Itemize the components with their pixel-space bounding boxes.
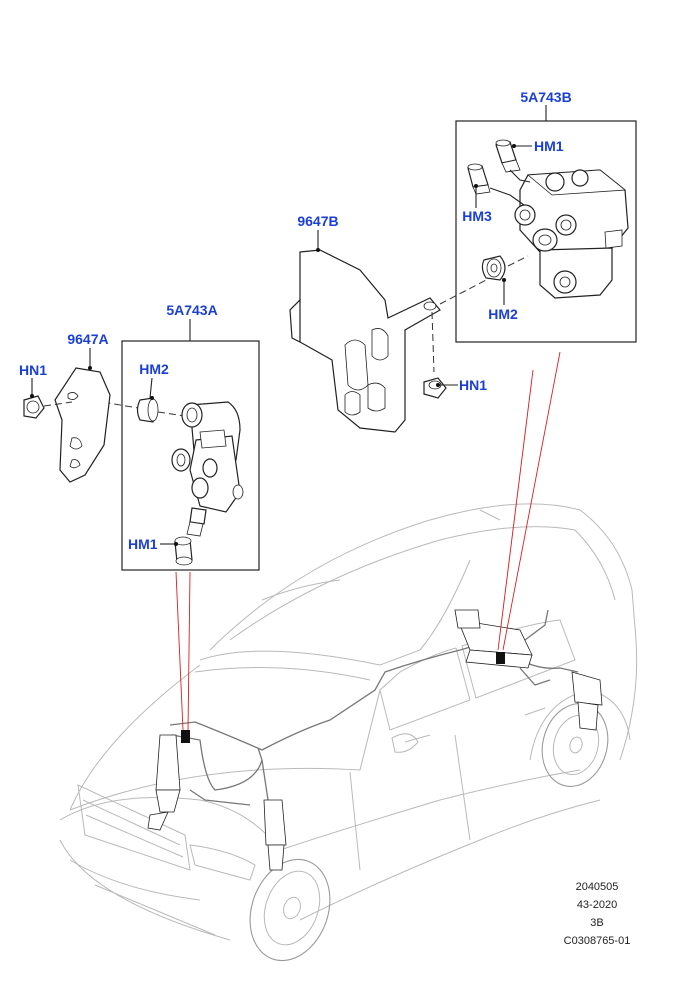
plug-hm3-b: [467, 163, 491, 195]
front-valve-block-locator: [181, 730, 190, 743]
callout-9647a: 9647A: [67, 331, 108, 347]
air-pipework: [147, 609, 603, 871]
rear-valve-block-locator: [496, 652, 505, 664]
plug-hm1-a: [174, 536, 193, 566]
callout-hn1-b: HN1: [459, 377, 487, 393]
footer-line-1: 2040505: [576, 881, 619, 893]
locator-lines: [175, 351, 561, 731]
callout-hn1-a: HN1: [19, 362, 47, 378]
grommet-hm2-a: [136, 397, 159, 423]
nut-hn1-a: [23, 395, 45, 419]
callout-5a743b: 5A743B: [520, 89, 571, 105]
bracket-9647a: [54, 367, 111, 483]
front-valve-block: [171, 401, 244, 537]
callout-hm2-b: HM2: [488, 306, 518, 322]
callout-hm3-b: HM3: [462, 208, 492, 224]
callout-5a743a: 5A743A: [166, 302, 217, 318]
rear-valve-block: [514, 169, 629, 299]
callout-9647b: 9647B: [297, 213, 338, 229]
plug-hm1-b: [495, 139, 521, 173]
nut-hn1-b: [423, 377, 447, 399]
footer-line-4: C0308765-01: [564, 935, 631, 947]
footer-line-3: 3B: [590, 917, 603, 929]
grommet-hm2-b: [481, 255, 506, 281]
callout-hm1-a: HM1: [128, 536, 158, 552]
bracket-9647b: [289, 249, 441, 433]
footer-line-2: 43-2020: [577, 899, 617, 911]
callout-hm1-b: HM1: [534, 138, 564, 154]
vehicle-outline: [59, 503, 638, 962]
callout-hm2-a: HM2: [139, 361, 169, 377]
